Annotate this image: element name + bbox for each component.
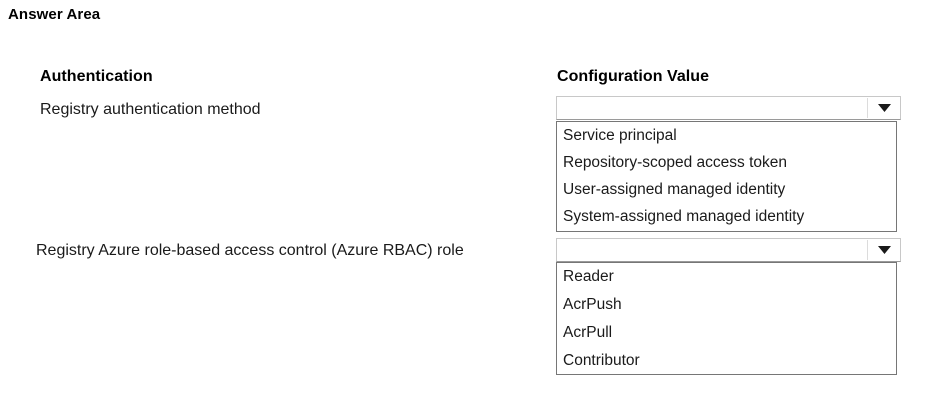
dropdown-divider: [867, 240, 868, 260]
list-item[interactable]: Contributor: [563, 352, 640, 369]
dropdown-divider: [867, 98, 868, 118]
chevron-down-icon[interactable]: [868, 239, 900, 261]
chevron-down-icon[interactable]: [868, 97, 900, 119]
row-label-registry-azure-rbac-role: Registry Azure role-based access control…: [36, 242, 464, 259]
list-item[interactable]: AcrPull: [563, 324, 613, 341]
column-header-authentication: Authentication: [40, 68, 153, 85]
list-item[interactable]: Service principal: [563, 127, 677, 144]
row-label-registry-authentication-method: Registry authentication method: [40, 101, 261, 118]
dropdown-options-registry-azure-rbac-role[interactable]: Reader AcrPush AcrPull Contributor: [556, 262, 897, 375]
page-title: Answer Area: [8, 6, 101, 23]
list-item[interactable]: AcrPush: [563, 296, 622, 313]
list-item[interactable]: Reader: [563, 268, 614, 285]
dropdown-registry-authentication-method[interactable]: [556, 96, 901, 120]
list-item[interactable]: User-assigned managed identity: [563, 181, 786, 198]
dropdown-registry-azure-rbac-role[interactable]: [556, 238, 901, 262]
column-header-configuration-value: Configuration Value: [557, 68, 710, 85]
dropdown-options-registry-authentication-method[interactable]: Service principal Repository-scoped acce…: [556, 121, 897, 232]
list-item[interactable]: Repository-scoped access token: [563, 154, 788, 171]
list-item[interactable]: System-assigned managed identity: [563, 208, 805, 225]
